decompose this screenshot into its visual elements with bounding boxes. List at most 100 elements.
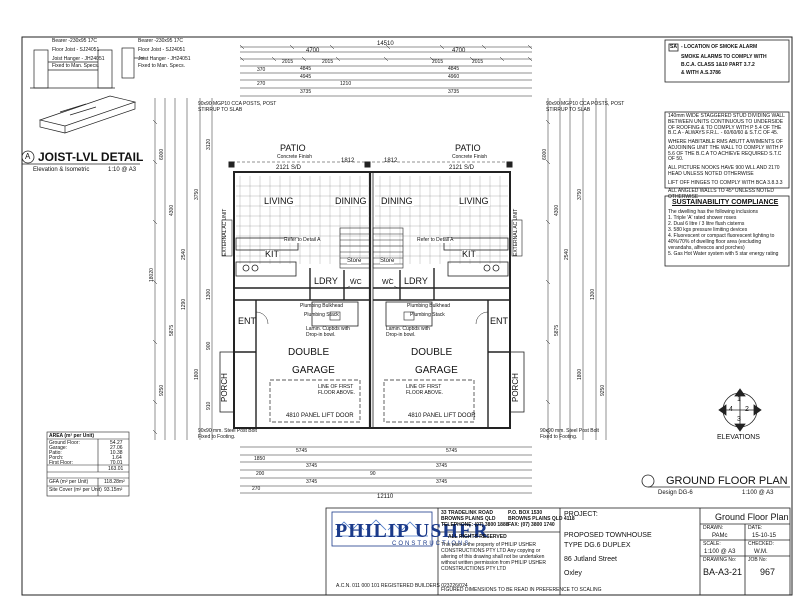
sustainability-intro: The dwelling has the following inclusion… (668, 209, 759, 215)
sheet-title: Ground Floor Plan (715, 512, 789, 522)
room-store-right: Store (380, 258, 395, 264)
area-row-label: Garage: (49, 445, 68, 451)
job-no-label: JOB No: (748, 557, 767, 563)
sustainability-item: 1. Triple 'A' rated shower roses (668, 215, 737, 221)
joist-floor-left: Floor Joist - SJ24051 (52, 47, 100, 53)
dim-right-f: 5875 (554, 324, 560, 336)
drawn-label: DRAWN: (703, 525, 724, 531)
dim-top-j: 4960 (448, 74, 460, 80)
external-ac-left: EXTERNAL AC UNIT (222, 208, 228, 256)
dim-bottom-g: 270 (252, 486, 261, 492)
sustainability-item: 2. Dual 6 litre / 3 litre flush cisterns (668, 221, 745, 227)
sustainability-list: The dwelling has the following inclusion… (668, 209, 786, 257)
dim-top-d: 4845 (300, 66, 312, 72)
elevation-1: 1 (737, 396, 741, 403)
refer-detail-right: Refer to Detail A (417, 237, 454, 243)
room-patio-right: PATIO (455, 143, 481, 153)
dim-top-a2: 2015 (432, 59, 444, 65)
notes-box: 140mm WIDE STAGGERED STUD DIVIDING WALL … (668, 113, 786, 204)
room-living-right: LIVING (458, 196, 490, 206)
room-store-left: Store (347, 258, 362, 264)
note-item: ALL PICTURE NOOKS HAVE 900 WLL AND 2170 … (668, 165, 780, 177)
gfa-value: 118.28m² (104, 479, 125, 485)
smoke-symbol: SA (670, 44, 677, 50)
plumbing-bulkhead-right: Plumbing Bulkhead (407, 303, 451, 309)
lamin-cupboard-left: Lamin. Cupbds with Drop-in bowl. (306, 326, 350, 338)
room-porch-left: PORCH (220, 373, 229, 402)
lamin-cupboard-right: Lamin. Cupbds with Drop-in bowl. (386, 326, 430, 338)
smoke-line1: SMOKE ALARMS TO COMPLY WITH (681, 54, 767, 60)
dim-top-d2: 4845 (448, 66, 460, 72)
dim-top-h: 370 (257, 67, 266, 73)
room-patio-left: PATIO (280, 143, 306, 153)
dim-right-h: 1300 (590, 288, 596, 300)
dim-top-left-half: 4700 (306, 48, 320, 54)
plumbing-stack-left: Plumbing Stack (304, 312, 339, 318)
room-kit-left: KIT (265, 249, 280, 259)
plan-title: GROUND FLOOR PLAN (666, 475, 788, 487)
dim-bottom-a: 5745 (296, 448, 308, 454)
dim-left-e: 1290 (181, 298, 187, 310)
dim-right-g: 1800 (577, 368, 583, 380)
job-no: 967 (760, 567, 776, 577)
joist-fixed-left: Fixed to Man. Specs. (52, 63, 99, 69)
po-box-2: BROWNS PLAINS QLD 4118 (508, 516, 575, 522)
joist-subtitle: Elevation & Isometric (33, 167, 90, 173)
area-table-lines (46, 431, 130, 497)
mid-dim-right: 1812 (384, 158, 398, 164)
company-acn: A.C.N. 011 000 101 REGISTERED BUILDERS 0… (336, 583, 468, 589)
post-note-left: 90x90 MGP10 CCA POSTS, POST STIRRUP TO S… (198, 101, 277, 113)
room-living-left: LIVING (263, 196, 295, 206)
dim-left-overall: 18020 (149, 268, 155, 282)
sustainability-item: 3. 580 kgs pressure limiting devices (668, 227, 748, 233)
telephone: TELEPHONE: (07) 3800 1888 (441, 522, 509, 528)
elevation-2: 2 (745, 406, 749, 413)
dim-left-a: 6000 (159, 148, 165, 160)
dim-left-l: 3120 (206, 138, 212, 150)
dim-bottom-d: 3745 (436, 463, 448, 469)
joist-badge: A (25, 152, 31, 161)
bottom-note-left: 90x90 mm. Steel Post Bolt Fixed to Footi… (198, 428, 257, 440)
external-ac-right: EXTERNAL AC UNIT (513, 208, 519, 256)
drawing-no-label: DRAWING No: (703, 557, 737, 563)
plumbing-stack-right: Plumbing Stack (410, 312, 445, 318)
note-item: WHERE HABITABLE RMS ABUTT A/WIMENTS OF A… (668, 139, 784, 163)
joist-scale: 1:10 @ A3 (108, 167, 137, 173)
area-total: 163.01 (108, 466, 124, 472)
dim-bottom-f: 90 (370, 471, 376, 477)
dim-top-f2: 3735 (448, 89, 460, 95)
dim-top-overall: 14510 (377, 41, 394, 47)
dim-left-i: 900 (206, 341, 212, 350)
dim-top-a: 2015 (282, 59, 294, 65)
scale-label: SCALE: (703, 541, 721, 547)
area-row-value: 54.27 (110, 440, 123, 446)
area-row-value: 10.38 (110, 450, 123, 456)
dim-bottom-b: 5745 (446, 448, 458, 454)
dim-top-g: 270 (257, 81, 266, 87)
room-ldry-left: LDRY (314, 276, 338, 286)
checked-label: CHECKED: (748, 541, 774, 547)
dim-top-f: 3735 (300, 89, 312, 95)
rights-title: ALL RIGHTS RESERVED (448, 534, 507, 540)
project-label: PROJECT: (564, 511, 598, 518)
note-item: LIFT OFF HINGES TO COMPLY WITH BCA 3.8.3… (668, 179, 783, 186)
dim-bottom-e: 200 (256, 471, 265, 477)
site-cover-label: Site Cover (m² per Unit) (49, 487, 102, 493)
elevation-3: 3 (737, 416, 741, 423)
po-box: P.O. BOX 1530 (508, 510, 543, 516)
joist-hanger-right: Joist Hanger - JH24051 (138, 56, 191, 62)
scale-value: 1:100 @ A3 (704, 549, 736, 555)
room-ent-right: ENT (490, 316, 508, 326)
plan-scale: 1:100 @ A3 (742, 490, 774, 496)
dim-top-i: 4945 (300, 74, 312, 80)
area-title: AREA (m² per Unit) (49, 433, 95, 439)
dim-bottom-h: 1850 (254, 456, 266, 462)
dim-left-k: 910 (206, 401, 212, 410)
note-item: 140mm WIDE STAGGERED STUD DIVIDING WALL … (668, 113, 785, 137)
address-2: BROWNS PLAINS QLD (441, 516, 496, 522)
sustainability-item: 5. Gas Hot Water system with 5 star ener… (668, 251, 779, 257)
sliding-door-left: 2121 S/D (276, 165, 302, 171)
gfa-label: GFA (m² per Unit) (49, 479, 89, 485)
room-ent-left: ENT (238, 316, 256, 326)
